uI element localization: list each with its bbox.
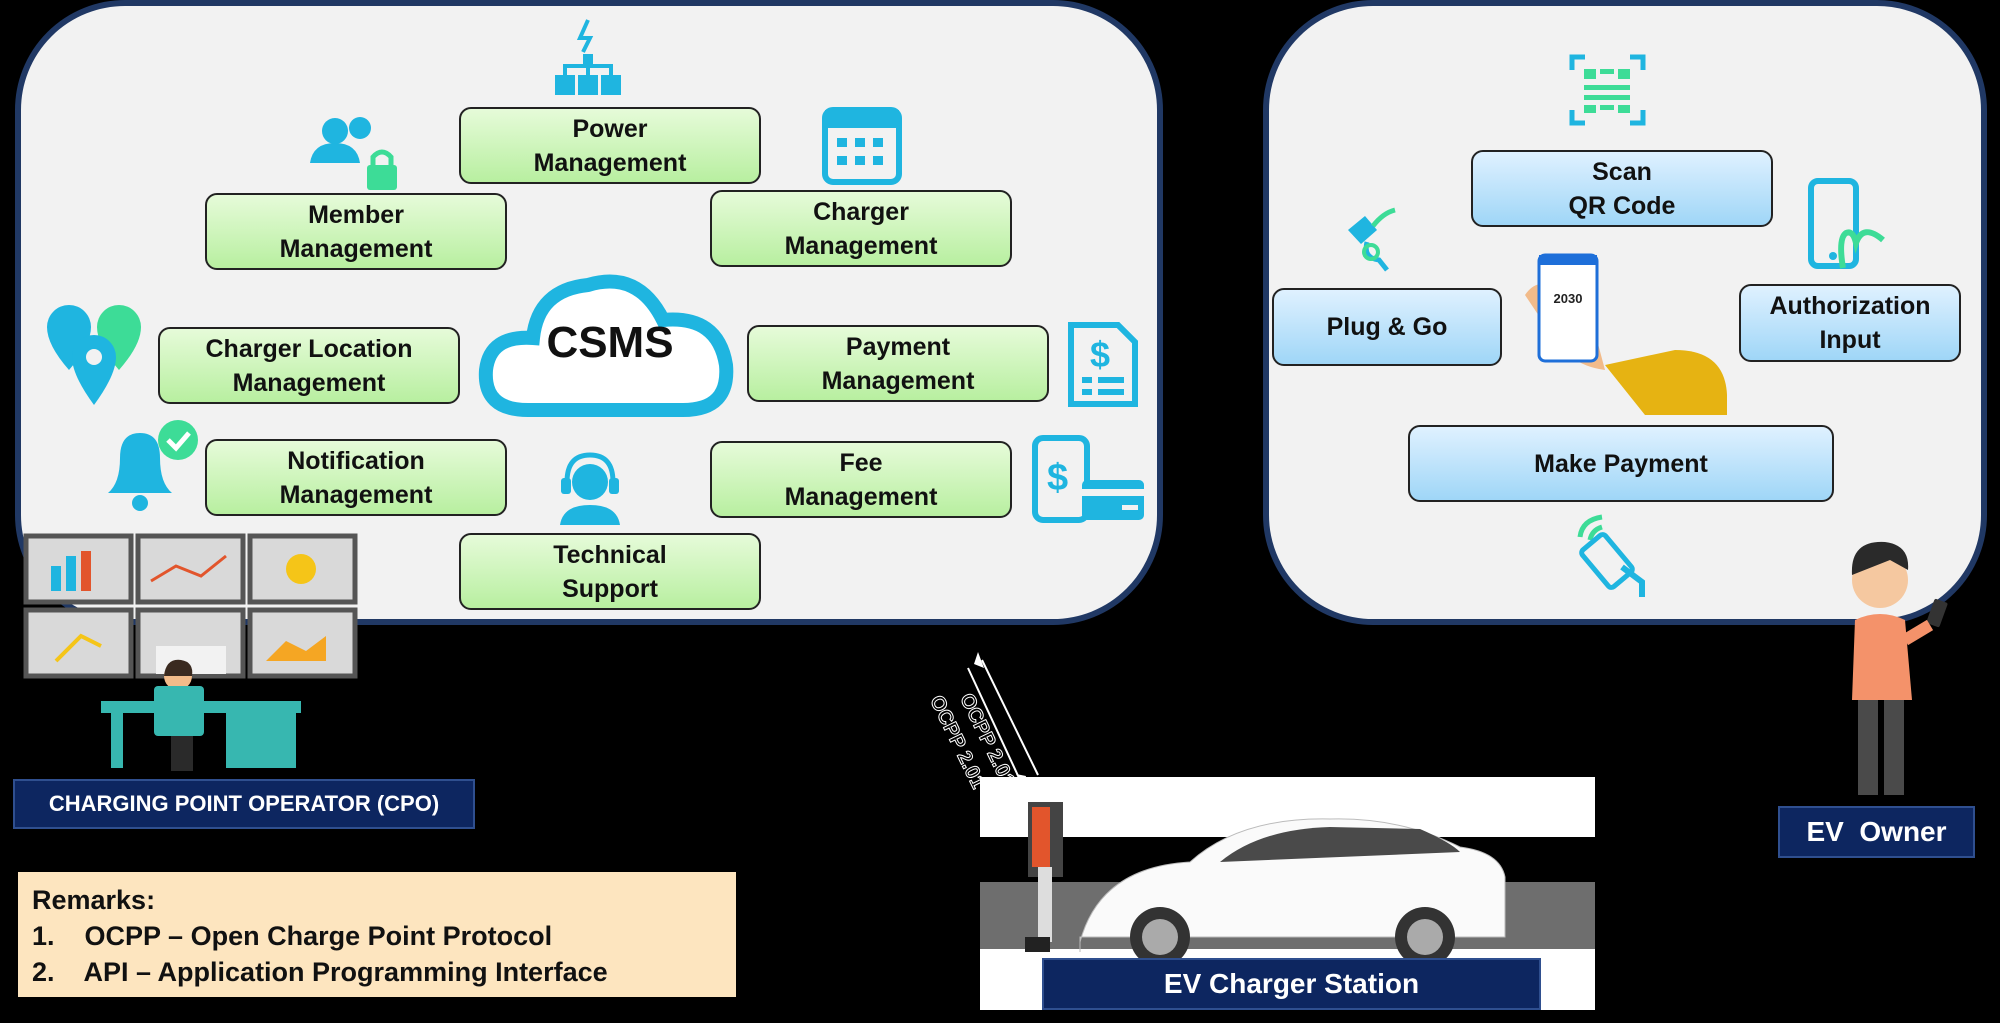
calendar-icon (822, 107, 902, 185)
action-plug-and-go[interactable]: Plug & Go (1272, 288, 1502, 366)
document-dollar-icon: $ (1068, 322, 1138, 407)
remarks-box: Remarks: 1. OCPP – Open Charge Point Pro… (18, 872, 736, 997)
support-agent-icon (560, 452, 620, 525)
power-network-icon (555, 19, 621, 95)
location-pins-icon (47, 305, 141, 405)
module-payment-management[interactable]: Payment Management (747, 325, 1049, 402)
station-label: EV Charger Station (1042, 958, 1541, 1010)
ev-owner-figure (1851, 541, 1948, 795)
bell-check-icon (108, 420, 198, 511)
action-authorization-input[interactable]: Authorization Input (1739, 284, 1961, 362)
plug-hand-icon (1348, 207, 1396, 272)
ev-owner-label: EV Owner (1778, 806, 1975, 858)
cpo-operator-monitors-illustration (23, 533, 358, 771)
svg-text:$: $ (1090, 334, 1110, 375)
remarks-title: Remarks: (32, 885, 156, 915)
module-power-management[interactable]: Power Management (459, 107, 761, 184)
module-member-management[interactable]: Member Management (205, 193, 507, 270)
phone-screen-value: 2030 (1554, 291, 1583, 306)
phone-tap-icon (1808, 178, 1885, 269)
qr-scan-icon (1569, 54, 1646, 126)
svg-text:$: $ (1047, 457, 1068, 499)
module-charger-location-management[interactable]: Charger Location Management (158, 327, 460, 404)
cpo-label: CHARGING POINT OPERATOR (CPO) (13, 779, 475, 829)
module-notification-management[interactable]: Notification Management (205, 439, 507, 516)
action-make-payment[interactable]: Make Payment (1408, 425, 1834, 502)
remark-item: 1. OCPP – Open Charge Point Protocol (32, 921, 553, 951)
action-scan-qr-code[interactable]: Scan QR Code (1471, 150, 1773, 227)
module-technical-support[interactable]: Technical Support (459, 533, 761, 610)
module-fee-management[interactable]: Fee Management (710, 441, 1012, 518)
members-lock-icon (310, 117, 397, 190)
contactless-card-icon (1577, 514, 1645, 597)
remark-item: 2. API – Application Programming Interfa… (32, 957, 608, 987)
csms-title: CSMS (546, 318, 674, 367)
mobile-payment-icon: $ (1032, 435, 1144, 523)
hand-phone-app-image: 2030 (1525, 253, 1727, 415)
cloud-icon (478, 274, 734, 417)
module-charger-management[interactable]: Charger Management (710, 190, 1012, 267)
